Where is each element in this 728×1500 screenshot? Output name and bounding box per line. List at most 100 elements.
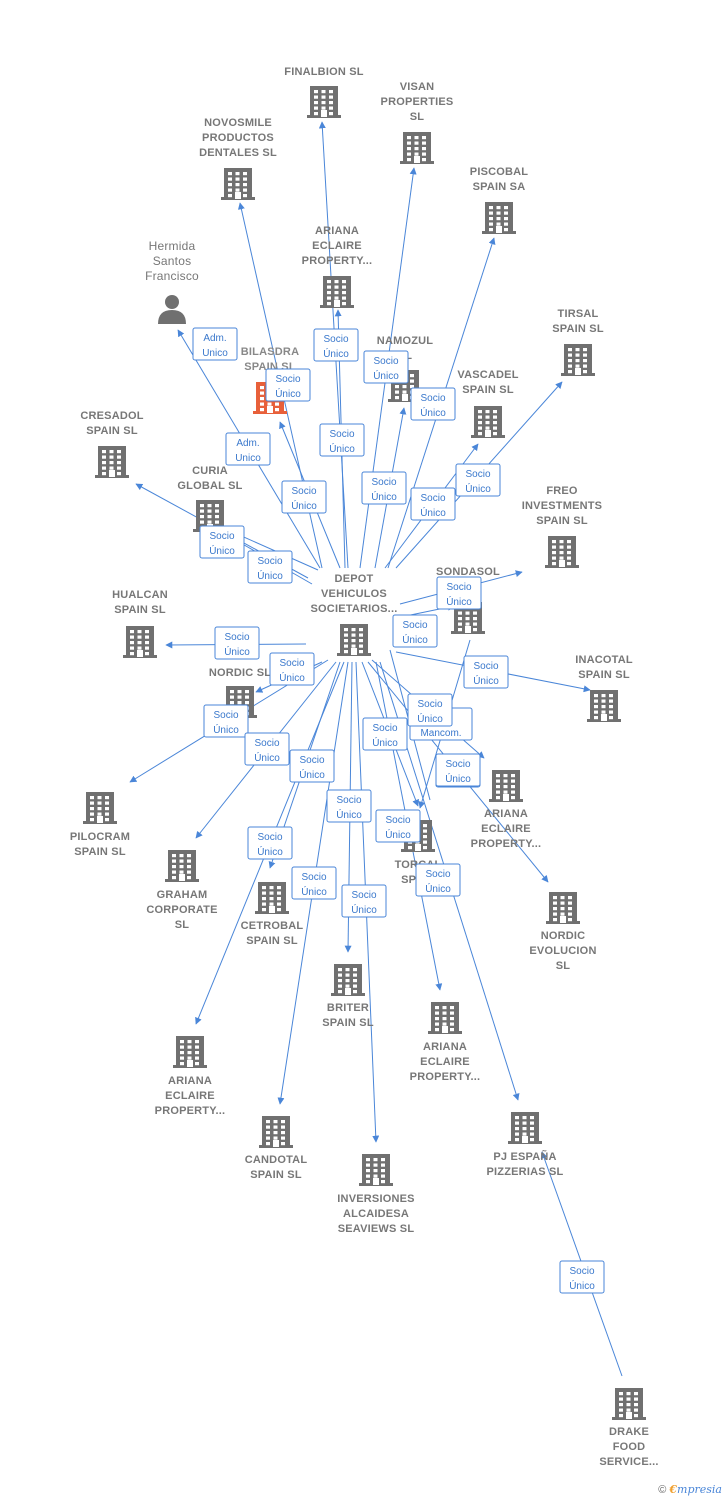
building-icon (83, 792, 117, 824)
edge-label-box (199, 525, 245, 559)
edge-label-text: Socio (445, 759, 470, 770)
node-label: PROPERTY... (410, 1071, 481, 1083)
edge-label-text: Único (425, 882, 451, 895)
node-ariana3[interactable]: ARIANAECLAIREPROPERTY... (410, 1002, 481, 1083)
node-depot[interactable]: DEPOTVEHICULOSSOCIETARIOS... (311, 573, 398, 656)
node-label: NOVOSMILE (204, 117, 272, 129)
node-ariana2[interactable]: ARIANAECLAIREPROPERTY... (471, 770, 542, 850)
node-label: FOOD (613, 1441, 646, 1453)
edge-label-text: Único (329, 442, 355, 455)
edge-label-box (410, 387, 456, 421)
node-label: BILASDRA (241, 346, 299, 358)
building-icon (546, 892, 580, 924)
node-label: SPAIN SL (250, 1169, 302, 1181)
building-icon (331, 964, 365, 996)
building-icon (255, 882, 289, 914)
node-label: SONDASOL (436, 566, 500, 578)
node-label: Francisco (145, 269, 199, 283)
node-ariana1[interactable]: ARIANAECLAIREPROPERTY... (302, 225, 373, 308)
edge-label-box (247, 550, 293, 584)
building-icon (359, 1154, 393, 1186)
node-label: PROPERTIES (381, 96, 454, 108)
building-icon (173, 1036, 207, 1068)
building-icon (482, 202, 516, 234)
node-finalbion[interactable]: FINALBION SL (284, 66, 364, 118)
edge-label-text: Único (402, 633, 428, 646)
edge-label-box (281, 480, 327, 514)
node-label: SERVICE... (599, 1456, 658, 1468)
edge-label-text: Mancom. (420, 728, 461, 739)
edge-label-text: Adm. (203, 333, 226, 344)
edge-label-text: Socio (329, 429, 354, 440)
footer-brand[interactable]: © €mpresia (658, 1483, 722, 1496)
person-icon (158, 295, 186, 324)
node-label: CANDOTAL (245, 1154, 308, 1166)
edge-label-text: Socio (336, 795, 361, 806)
edge-label-box (361, 471, 407, 505)
node-drake[interactable]: DRAKEFOODSERVICE... (599, 1388, 658, 1468)
node-label: SEAVIEWS SL (338, 1223, 415, 1235)
edge-label-text: Socio (299, 755, 324, 766)
edge-label-text: Socio (254, 738, 279, 749)
node-label: VASCADEL (457, 369, 518, 381)
edge-label-text: Unico (235, 453, 261, 464)
building-icon (165, 850, 199, 882)
edge-label[interactable]: Adm.Unico (192, 327, 238, 361)
node-label: SPAIN SL (74, 846, 126, 858)
node-ariana4[interactable]: ARIANAECLAIREPROPERTY... (155, 1036, 226, 1117)
copyright-symbol: © (658, 1484, 667, 1496)
node-label: SL (175, 919, 190, 931)
edge-label[interactable]: Adm.Unico (225, 432, 271, 466)
node-candotal[interactable]: CANDOTAL SPAIN SL (245, 1116, 308, 1181)
building-icon (400, 132, 434, 164)
edge-label-box (192, 327, 238, 361)
